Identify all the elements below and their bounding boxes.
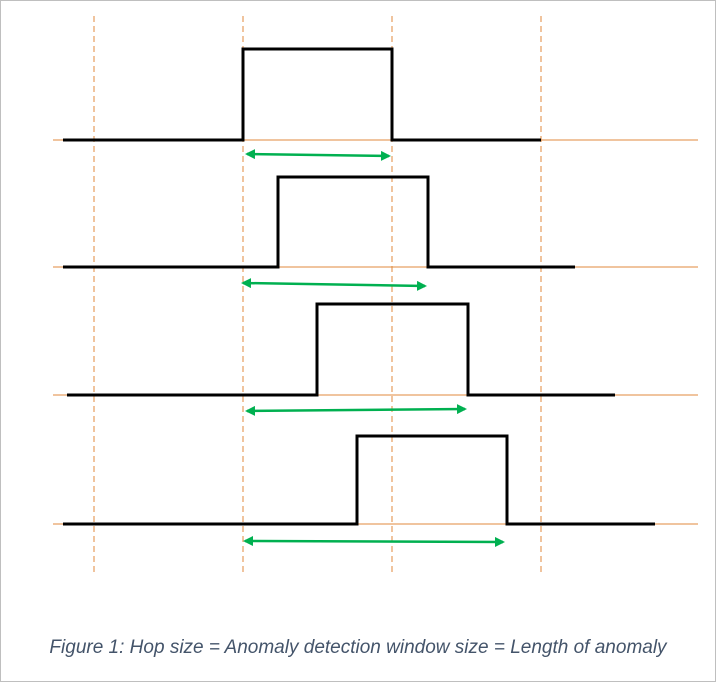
window-arrow-3 xyxy=(245,404,467,416)
signal-row-3 xyxy=(67,302,615,416)
pulse-signal-4 xyxy=(63,434,655,526)
window-arrow-2 xyxy=(241,278,427,291)
signal-row-2 xyxy=(63,175,575,291)
window-arrow-4 xyxy=(243,536,505,547)
anomaly-window-diagram xyxy=(53,16,698,573)
pulse-signal-2 xyxy=(63,175,575,269)
window-arrow-1 xyxy=(245,149,391,161)
signal-row-1 xyxy=(63,47,541,161)
guide-lines xyxy=(93,16,542,573)
figure-caption: Figure 1: Hop size = Anomaly detection w… xyxy=(49,637,667,658)
signal-row-4 xyxy=(63,434,655,547)
baselines xyxy=(53,139,698,525)
pulse-signal-3 xyxy=(67,302,615,397)
pulse-signal-1 xyxy=(63,47,541,142)
